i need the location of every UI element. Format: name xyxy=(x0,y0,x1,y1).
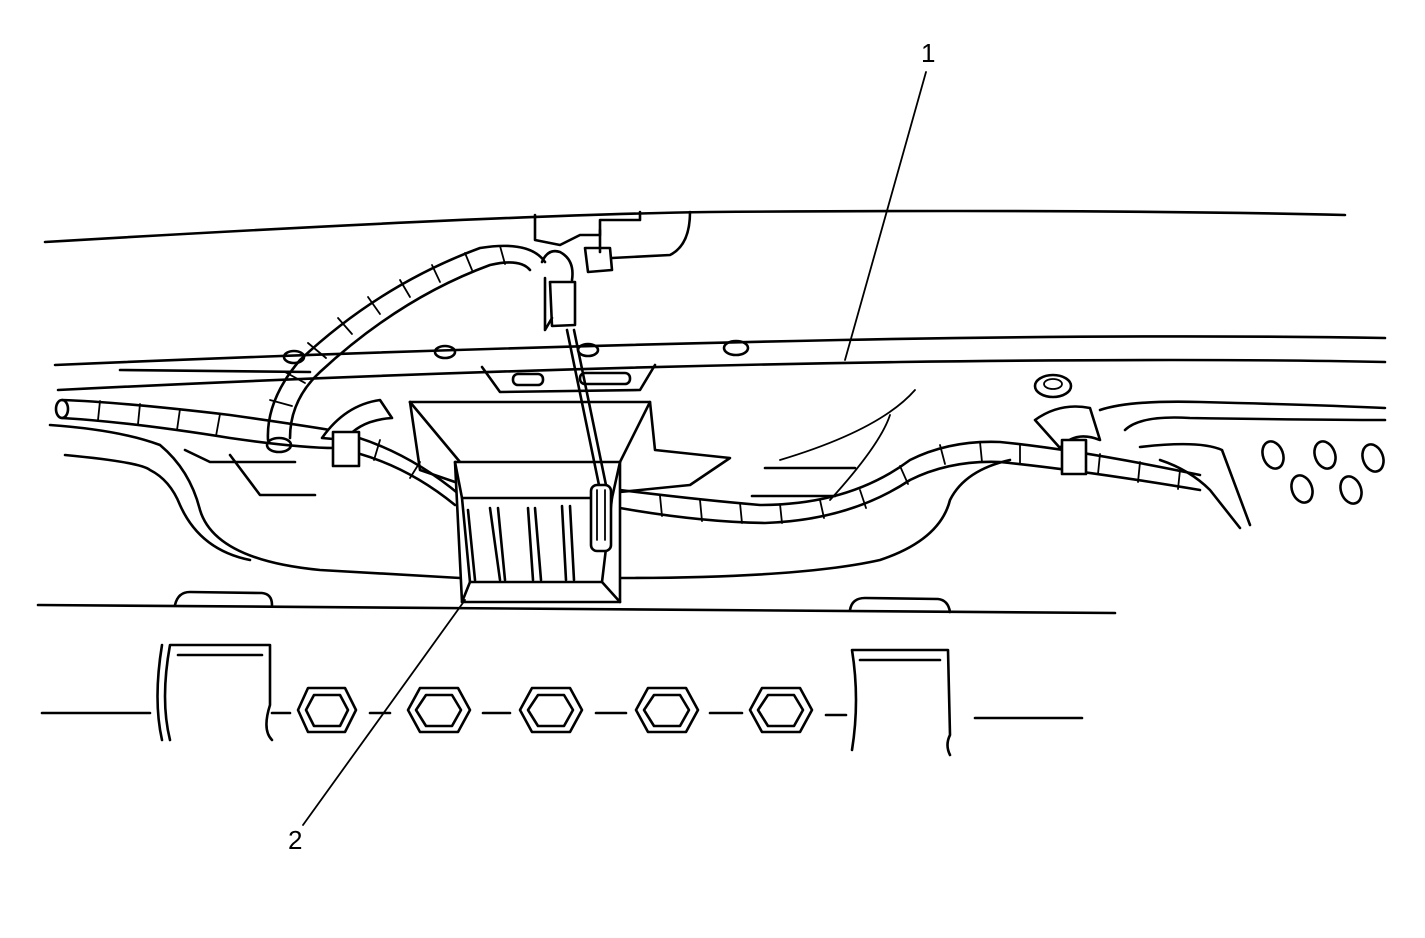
electrical-connector xyxy=(453,328,622,604)
callout-label-2: 2 xyxy=(288,825,303,855)
callout-label-1: 1 xyxy=(921,38,936,68)
floor-trim xyxy=(36,590,1117,757)
wiring-harness xyxy=(54,244,1202,525)
upper-body-panel xyxy=(43,209,1387,399)
lower-body-contour xyxy=(48,389,1387,580)
leader-lines xyxy=(302,71,927,826)
module-bracket xyxy=(408,400,732,494)
leader-line-2 xyxy=(302,599,466,826)
leader-line-1 xyxy=(844,71,927,361)
